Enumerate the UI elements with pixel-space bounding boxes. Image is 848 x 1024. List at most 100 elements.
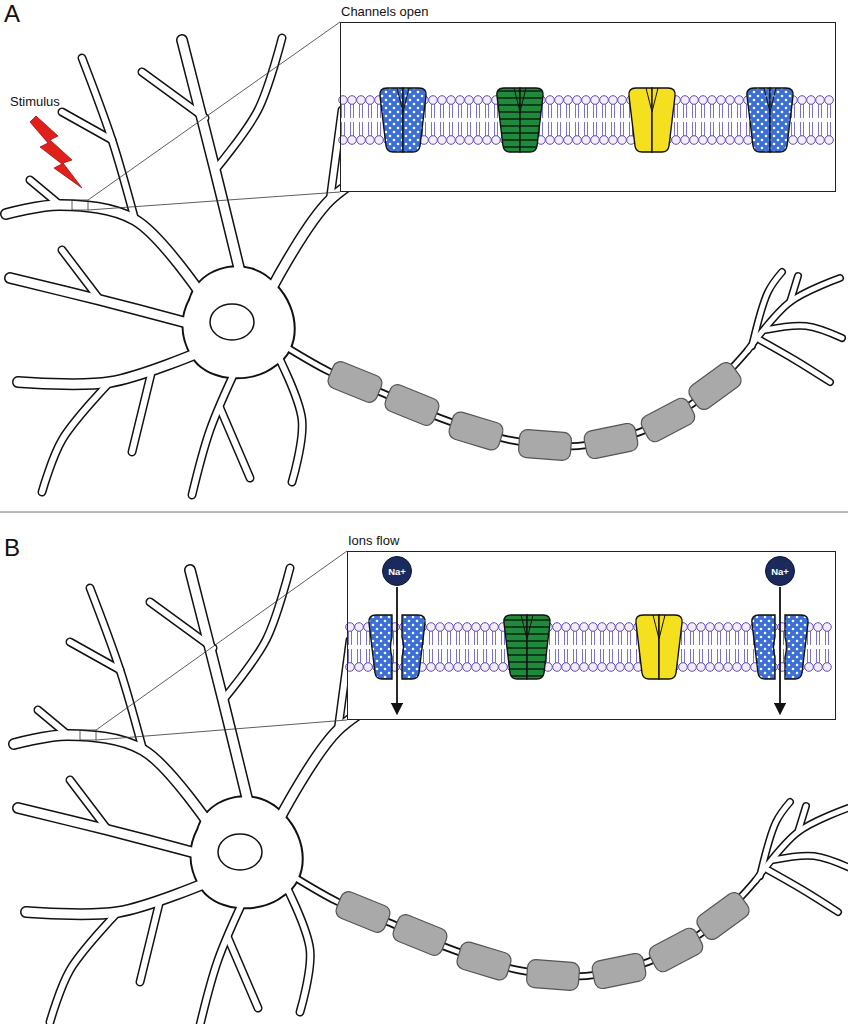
myelin-sheath [646,925,705,974]
myelin-sheath [391,912,450,957]
axon-terminal [752,272,782,346]
dendrite [220,408,250,478]
dendrite [132,370,152,452]
stimulus-label: Stimulus [10,94,60,109]
panel-letter: A [4,0,20,28]
dendrite [275,350,302,482]
axon-terminal [798,806,806,832]
terminal-outline [768,870,838,912]
dendrite-outline [223,568,290,700]
dendrite [42,382,110,492]
ion-channel [380,88,426,152]
dendrite [142,72,205,118]
zoom-line [88,22,340,200]
myelin-sheath [591,952,648,990]
axon [275,340,748,446]
ion-channel [636,615,682,679]
dendrite-outline [132,370,152,452]
terminal-outline [752,272,782,346]
zoom-source [72,200,88,210]
myelin-sheath [638,395,697,444]
dendrite-outline [275,350,302,482]
ion-flow-arrow [779,587,781,709]
panel-divider [0,512,848,513]
myelin-sheath [447,410,505,452]
axon-terminal [760,340,830,382]
dendrite-outline [42,382,110,492]
ion-flow-arrow [396,587,398,709]
sodium-ion: Na+ [765,556,795,586]
ion-channel [504,615,550,679]
dendrite [223,568,290,700]
axon-terminal [790,276,798,302]
panel-letter: B [4,534,20,562]
dendrite [140,900,160,982]
ion-channel [497,88,543,152]
myelin-sheath [383,382,442,427]
dendrite [70,642,120,670]
zoom-line [88,192,340,210]
dendrite [190,570,248,802]
dendrite-outline [30,180,60,205]
zoom-line [96,551,347,730]
sodium-ion: Na+ [382,556,412,586]
axon-outline [283,870,756,976]
myelin-sheath [694,889,753,942]
dendrite [62,112,112,140]
terminal-outline [760,340,830,382]
axon-terminal [768,870,838,912]
myelin-sheath [583,422,640,460]
zoom-line [96,720,347,740]
zoom-source [80,730,96,740]
membrane [346,587,832,709]
dendrite [283,880,310,1012]
dendrite [150,602,213,648]
dendrite-outline [220,408,250,478]
inset-box: Ions flowNa+Na+ [347,551,836,720]
nucleus [218,834,262,870]
dendrite-outline [283,880,310,1012]
dendrite [38,710,68,735]
axon-terminal [773,856,848,868]
myelin-sheath [686,359,745,412]
ion-label: Na+ [771,566,789,577]
dendrite-outline [140,900,160,982]
inset-box: Channels open [340,22,836,192]
soma [192,797,302,907]
stimulus-bolt [30,116,82,188]
dendrite [215,38,282,170]
terminal-outline [765,326,842,338]
myelin-sheath [455,940,513,982]
myelin-sheath [334,889,393,934]
inset-ground [340,22,836,192]
dendrite [228,938,258,1008]
dendrite [30,180,60,205]
myelin-sheath [526,959,580,991]
dendrite [182,40,240,272]
axon-terminal [765,326,842,338]
myelin-sheath [326,359,385,404]
terminal-outline [760,802,790,876]
myelin-sheath [518,429,572,461]
inset-title: Channels open [341,4,428,19]
dendrite [62,250,100,300]
ion-channel [747,88,793,152]
membrane [339,88,834,152]
dendrite-outline [228,938,258,1008]
terminal-outline [773,856,848,868]
inset-title: Ions flow [348,533,399,548]
dendrite [70,780,108,830]
dendrite-outline [215,38,282,170]
inset-ground [347,551,836,720]
dendrite-outline [50,912,118,1022]
nucleus [210,304,254,340]
axon [283,870,756,976]
ion-label: Na+ [388,566,406,577]
dendrite-outline [38,710,68,735]
soma [184,267,294,377]
dendrite [50,912,118,1022]
ion-channel [629,88,675,152]
axon-terminal [760,802,790,876]
